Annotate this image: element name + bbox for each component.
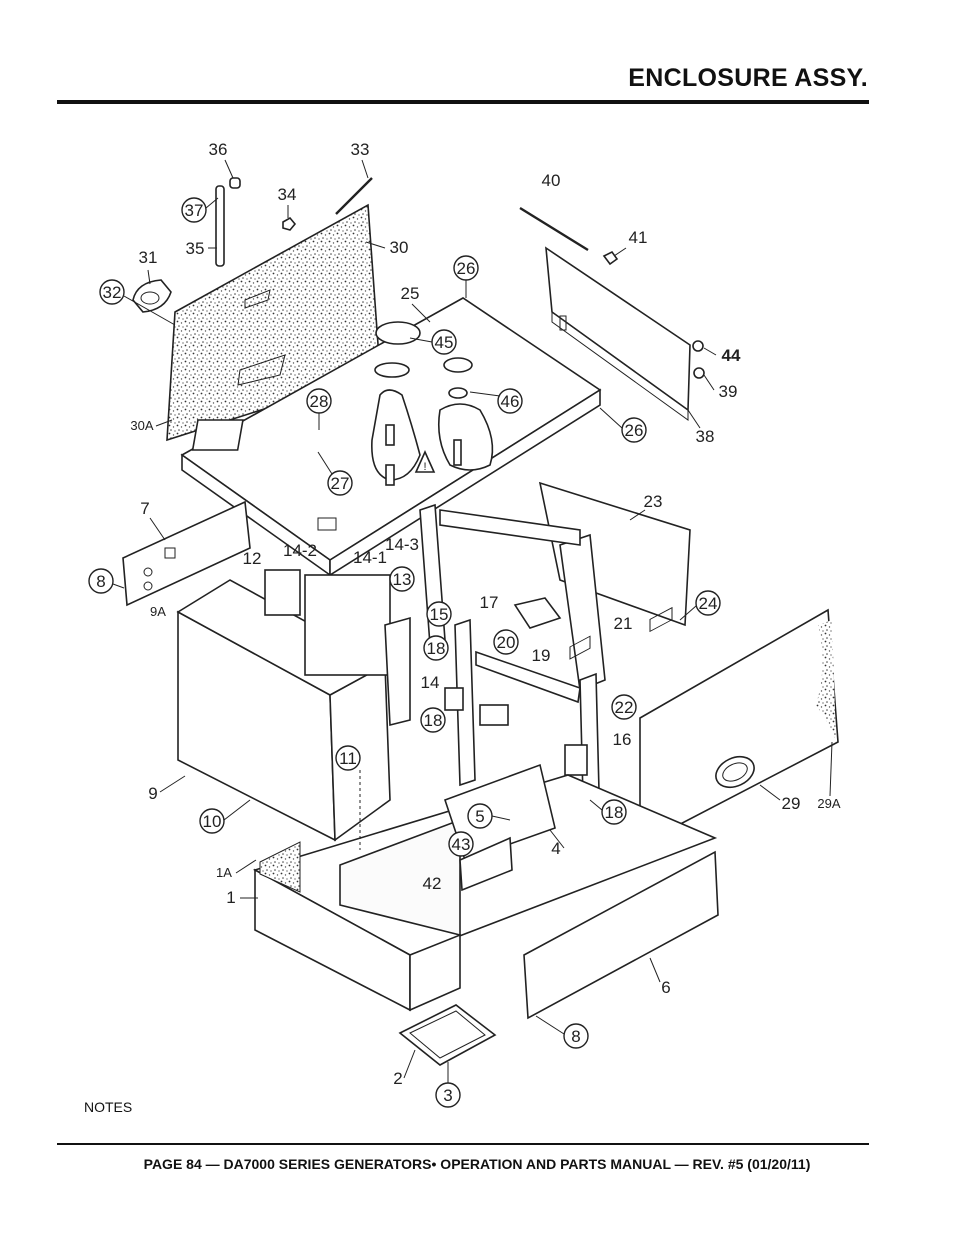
cap-gasket-part: ! [371, 321, 494, 486]
callout-10: 10 [203, 812, 222, 831]
callout-6: 6 [661, 978, 670, 997]
callout-45: 45 [435, 333, 454, 352]
callout-9: 9 [148, 784, 157, 803]
callout-27: 27 [331, 474, 350, 493]
callout-14-1: 14-1 [353, 548, 387, 567]
callout-18-middle: 18 [424, 711, 443, 730]
callout-1a: 1A [216, 865, 232, 880]
header-rule [57, 100, 869, 104]
callout-36: 36 [209, 140, 228, 159]
callout-26-right: 26 [625, 421, 644, 440]
callout-39: 39 [719, 382, 738, 401]
page-footer: PAGE 84 — DA7000 SERIES GENERATORS• OPER… [143, 1156, 811, 1172]
callout-24: 24 [699, 594, 718, 613]
callout-40: 40 [542, 171, 561, 190]
hinge-rod-part [215, 177, 373, 267]
callout-29: 29 [782, 794, 801, 813]
front-left-panel-part [122, 500, 251, 607]
footer-rule [57, 1143, 869, 1145]
callout-43: 43 [452, 835, 471, 854]
front-right-door-part [639, 608, 839, 847]
callout-14-3: 14-3 [385, 535, 419, 554]
bottom-cover-plate-part [398, 1004, 497, 1066]
floor-plate-part [443, 763, 556, 892]
callout-13: 13 [393, 570, 412, 589]
leader-lines [112, 159, 833, 1083]
callout-21: 21 [614, 614, 633, 633]
callout-46: 46 [501, 392, 520, 411]
callout-2: 2 [393, 1069, 402, 1088]
callout-3: 3 [443, 1086, 452, 1105]
callout-37: 37 [185, 201, 204, 220]
callout-32: 32 [103, 283, 122, 302]
callout-19: 19 [532, 646, 551, 665]
callout-33: 33 [351, 140, 370, 159]
callout-44: 44 [722, 346, 741, 365]
callout-4: 4 [551, 839, 560, 858]
callout-17: 17 [480, 593, 499, 612]
callout-30a: 30A [130, 418, 153, 433]
callout-22: 22 [615, 698, 634, 717]
notes-label: NOTES [84, 1099, 133, 1115]
callout-30: 30 [390, 238, 409, 257]
callout-8-left: 8 [96, 572, 105, 591]
callout-12: 12 [243, 549, 262, 568]
callout-23: 23 [644, 492, 663, 511]
warning-symbol: ! [423, 461, 426, 473]
rear-panel-part [538, 481, 691, 627]
callout-5: 5 [475, 807, 484, 826]
callout-11: 11 [339, 749, 357, 768]
callout-1: 1 [226, 888, 235, 907]
callout-26-top: 26 [457, 259, 476, 278]
callout-35: 35 [186, 239, 205, 258]
callout-29a: 29A [817, 796, 840, 811]
frame-post-part [419, 503, 606, 692]
callout-42: 42 [423, 874, 442, 893]
callout-15: 15 [430, 605, 449, 624]
callout-34: 34 [278, 185, 297, 204]
callout-28: 28 [310, 392, 329, 411]
callout-18-upper: 18 [427, 639, 446, 658]
side-box-part [176, 569, 411, 842]
callout-31: 31 [139, 248, 158, 267]
callout-20: 20 [497, 633, 516, 652]
callout-8-bottom: 8 [571, 1027, 580, 1046]
callout-7: 7 [140, 499, 149, 518]
front-lower-panel-part [523, 606, 719, 1020]
callout-9a: 9A [150, 604, 166, 619]
door-handle-part [132, 279, 172, 313]
callout-18-lower: 18 [605, 803, 624, 822]
callout-14-2: 14-2 [283, 541, 317, 560]
callout-16: 16 [613, 730, 632, 749]
callout-25: 25 [401, 284, 420, 303]
callout-38: 38 [696, 427, 715, 446]
callout-41: 41 [629, 228, 648, 247]
callout-14: 14 [421, 673, 440, 692]
page-title: ENCLOSURE ASSY. [628, 64, 868, 92]
